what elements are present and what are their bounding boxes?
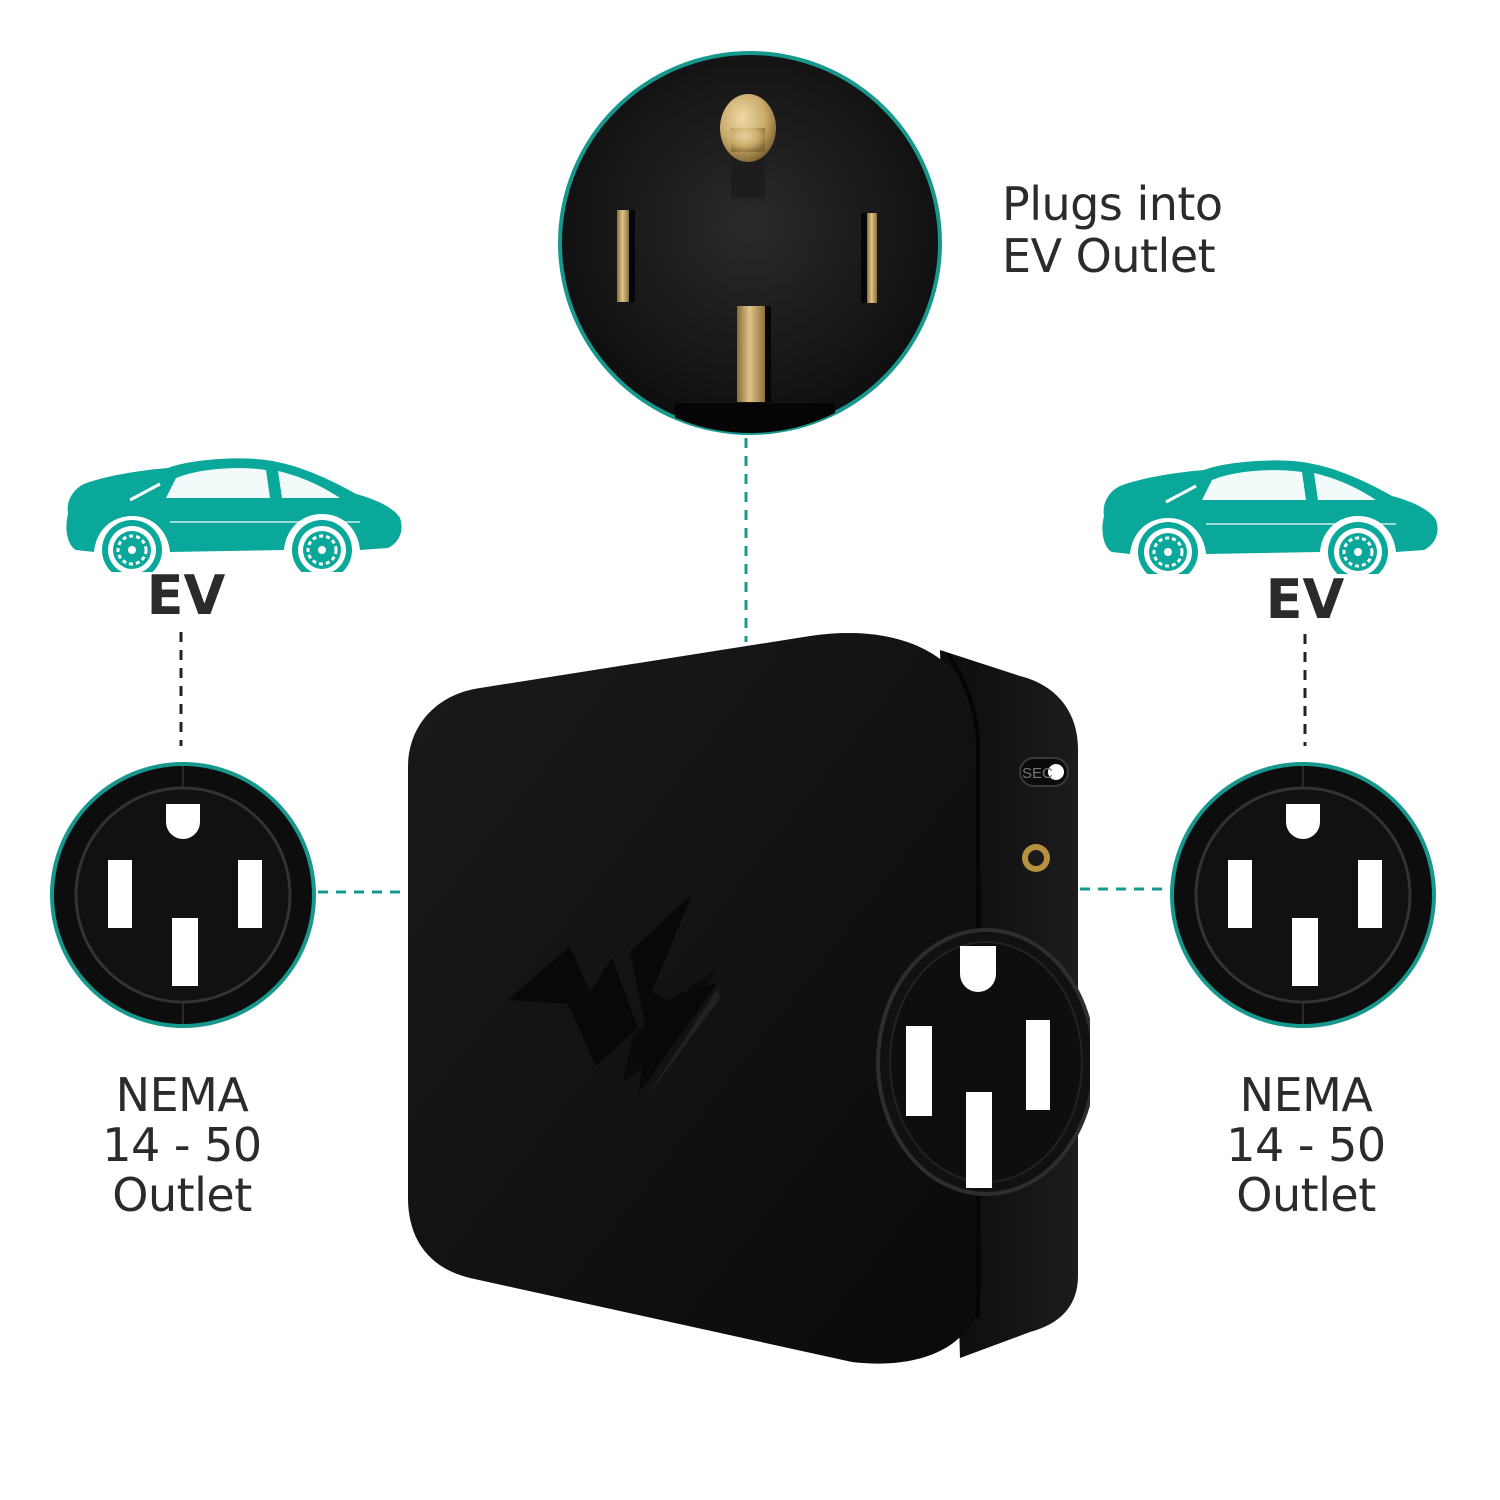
lightning-bolt-logo-icon <box>508 894 720 1098</box>
plug-caption-line2: EV Outlet <box>1002 229 1216 283</box>
adapter-device: SEC <box>400 628 1090 1373</box>
right-electric-car-icon <box>1096 458 1441 574</box>
right-nema-14-50-outlet-icon <box>1168 760 1438 1030</box>
left-ev-label: EV <box>146 564 226 627</box>
left-electric-car-icon <box>60 456 405 572</box>
right-outlet-caption-line2: 14 - 50 <box>1226 1118 1386 1172</box>
left-outlet-caption: NEMA 14 - 50 Outlet <box>52 1070 312 1220</box>
plug-caption: Plugs into EV Outlet <box>1002 178 1302 282</box>
left-outlet-caption-line3: Outlet <box>112 1168 252 1222</box>
left-outlet-caption-line2: 14 - 50 <box>102 1118 262 1172</box>
right-ev-label: EV <box>1265 568 1345 631</box>
left-nema-14-50-outlet-icon <box>48 760 318 1030</box>
sec-button-label: SEC <box>1022 765 1053 782</box>
right-outlet-caption: NEMA 14 - 50 Outlet <box>1176 1070 1436 1220</box>
nema-14-50-plug-icon <box>555 48 945 438</box>
right-outlet-caption-line3: Outlet <box>1236 1168 1376 1222</box>
left-outlet-caption-line1: NEMA <box>115 1068 249 1122</box>
plug-caption-line1: Plugs into <box>1002 177 1223 231</box>
right-outlet-caption-line1: NEMA <box>1239 1068 1373 1122</box>
